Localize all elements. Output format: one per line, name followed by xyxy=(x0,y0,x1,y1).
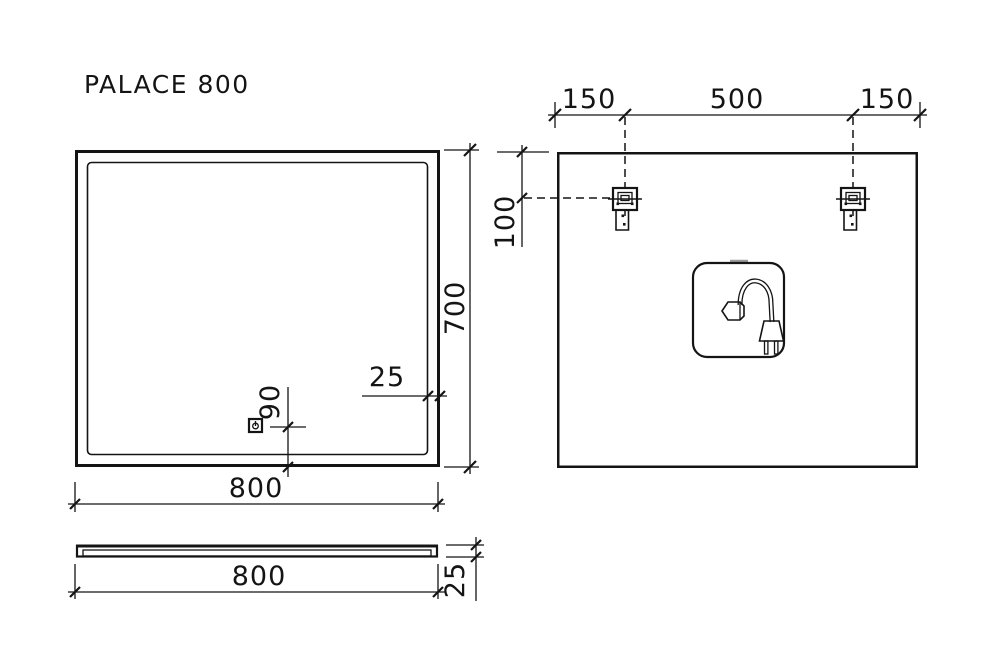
power-plug-icon xyxy=(721,278,785,355)
dim-bracket-offset-100 xyxy=(497,145,614,247)
power-sensor-icon xyxy=(247,417,264,434)
dim-label-bracket-top-100: 100 xyxy=(490,194,521,250)
dim-height-700 xyxy=(444,143,479,474)
dim-label-frame-offset-25: 25 xyxy=(368,362,406,393)
back-view xyxy=(497,102,927,468)
front-view xyxy=(68,143,479,512)
dim-label-bracket-spacing-500: 500 xyxy=(709,84,765,115)
dim-frame-offset-25 xyxy=(362,390,447,402)
profile-outline xyxy=(75,544,439,558)
junction-box xyxy=(691,259,786,359)
dim-sensor-offset-90 xyxy=(270,387,306,477)
dim-label-height-700: 700 xyxy=(440,280,471,336)
dim-label-side-width-800: 800 xyxy=(231,561,287,592)
dim-label-front-width-800: 800 xyxy=(228,473,284,504)
dim-label-bracket-right-150: 150 xyxy=(859,84,915,115)
dim-label-sensor-offset-90: 90 xyxy=(255,383,286,421)
led-frame xyxy=(86,161,429,456)
dim-front-width-800 xyxy=(68,482,445,512)
product-title: PALACE 800 xyxy=(84,70,250,99)
dim-side-width-800 xyxy=(68,564,445,599)
mirror-outline xyxy=(75,150,440,467)
dim-thickness-25 xyxy=(446,537,484,601)
side-view xyxy=(68,537,484,601)
dim-label-bracket-left-150: 150 xyxy=(561,84,617,115)
dim-label-thickness-25: 25 xyxy=(440,561,471,599)
profile-inner-line xyxy=(82,549,432,557)
